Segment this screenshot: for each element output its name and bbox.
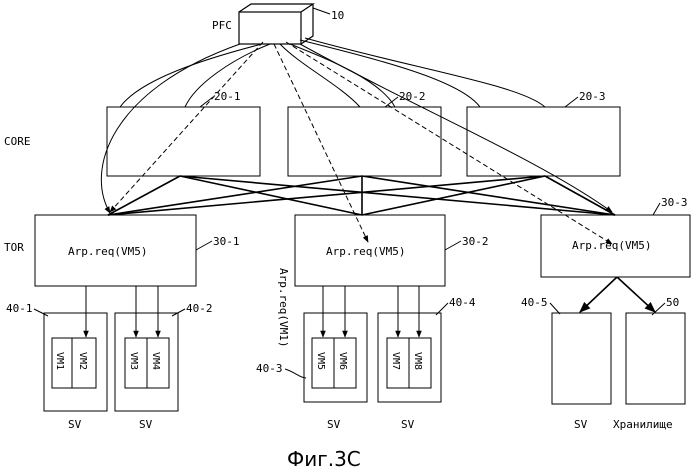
tor-text-2: Arp.req(VM5) xyxy=(326,245,405,258)
server-1 xyxy=(44,313,107,411)
vertical-arp-note: Arp.req(VM1) xyxy=(277,268,290,347)
tor-ref-1: 30-1 xyxy=(213,235,240,248)
server-ref-5: 40-5 xyxy=(521,296,548,309)
core-ref-3: 20-3 xyxy=(579,90,606,103)
server-label-1: SV xyxy=(68,418,82,431)
server-3 xyxy=(304,313,367,402)
tor-label: TOR xyxy=(4,241,24,254)
pfc-controller xyxy=(239,4,313,44)
server-label-2: SV xyxy=(139,418,153,431)
core-ref-2: 20-2 xyxy=(399,90,426,103)
vm-label-3: VM3 xyxy=(128,352,139,370)
server-label-4: SV xyxy=(401,418,415,431)
core-label: CORE xyxy=(4,135,31,148)
server-ref-2: 40-2 xyxy=(186,302,213,315)
pfc-leader xyxy=(313,8,330,14)
storage-box xyxy=(626,313,685,404)
pfc-control-lines xyxy=(101,38,612,213)
core-switch-1 xyxy=(107,107,260,176)
tor-ref-2: 30-2 xyxy=(462,235,489,248)
storage-label: Хранилище xyxy=(613,418,673,431)
tor3-branches xyxy=(580,277,655,312)
core-switch-2 xyxy=(288,107,441,176)
tor-server-arrows xyxy=(86,286,419,337)
pfc-ref: 10 xyxy=(331,9,344,22)
server-label-5: SV xyxy=(574,418,588,431)
vm-label-5: VM5 xyxy=(315,352,326,370)
storage-ref: 50 xyxy=(666,296,679,309)
tor-text-1: Arp.req(VM5) xyxy=(68,245,147,258)
vm-label-1: VM1 xyxy=(54,352,65,370)
pfc-dashed-arrows xyxy=(110,42,612,244)
tor-ref-3: 30-3 xyxy=(661,196,688,209)
server-ref-1: 40-1 xyxy=(6,302,33,315)
figure-caption: Фиг.3C xyxy=(287,447,361,471)
vm-label-7: VM7 xyxy=(390,352,401,370)
vm-label-4: VM4 xyxy=(150,352,161,370)
server-5 xyxy=(552,313,611,404)
server-label-3: SV xyxy=(327,418,341,431)
vm-label-2: VM2 xyxy=(77,352,88,370)
core-tor-mesh xyxy=(108,176,615,215)
vm-label-6: VM6 xyxy=(337,352,348,370)
tor-text-3: Arp.req(VM5) xyxy=(572,239,651,252)
pfc-label: PFC xyxy=(212,19,232,32)
vm-label-8: VM8 xyxy=(412,352,423,370)
server-ref-4: 40-4 xyxy=(449,296,476,309)
server-ref-3: 40-3 xyxy=(256,362,283,375)
